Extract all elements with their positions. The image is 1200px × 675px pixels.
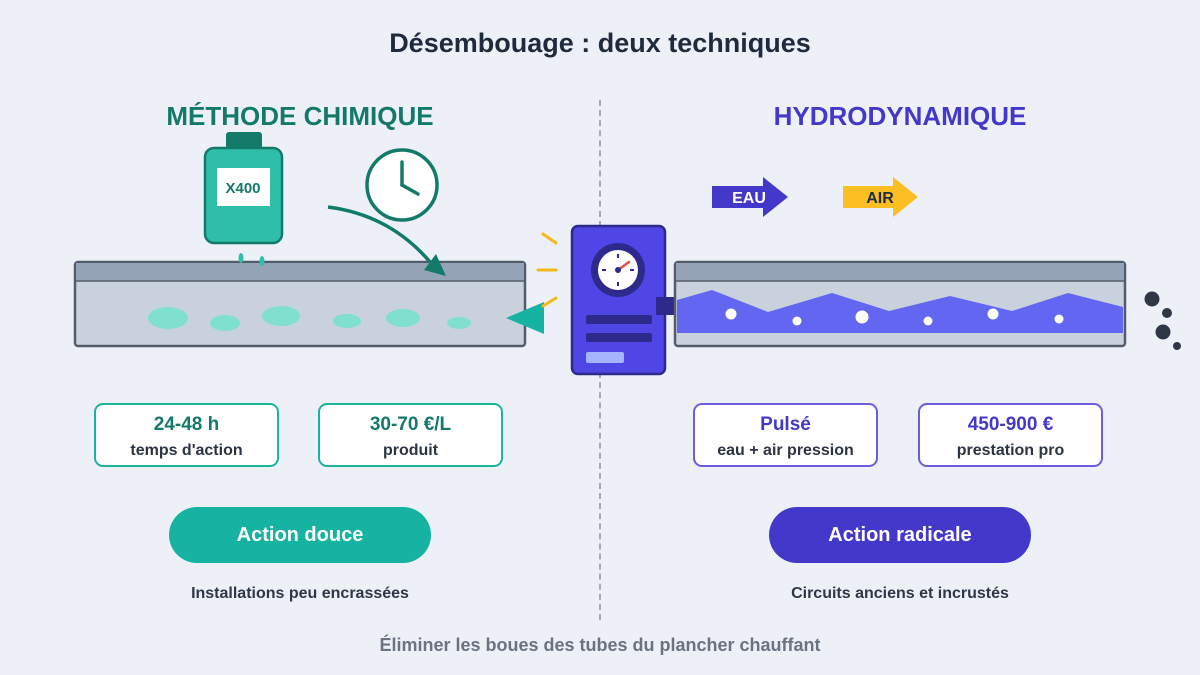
stat-card-action-time: 24-48 h temps d'action [94,403,279,467]
stat-label: temps d'action [130,442,243,459]
desludging-machine-icon [570,224,676,376]
chemical-drips [238,253,265,266]
water-arrow-label: EAU [732,190,766,207]
pressure-gauge-icon [591,243,645,297]
chemical-bottle-icon: X400 [203,132,284,245]
air-arrow-label: AIR [866,190,894,207]
stat-value: 24-48 h [153,414,220,435]
vibration-lines [536,232,558,308]
bubbles-icon [1144,291,1181,350]
nozzle-icon [506,302,544,334]
stat-value: 450-900 € [967,414,1054,435]
bottle-label: X400 [225,180,260,197]
curved-arrow-icon [327,205,446,276]
chemical-method-heading: MÉTHODE CHIMIQUE [166,101,434,131]
hydrodynamic-use-case: Circuits anciens et incrustés [791,585,1009,602]
stat-label: produit [382,442,439,459]
stat-card-product-cost: 30-70 €/L produit [318,403,503,467]
sludge-deposits [148,306,471,331]
caption: Éliminer les boues des tubes du plancher… [379,635,821,655]
air-arrow-icon: AIR [843,177,918,217]
stat-value: 30-70 €/L [369,414,452,435]
stat-label: eau + air pression [717,442,854,459]
clock-icon [365,148,439,222]
page-title: Désembouage : deux techniques [389,28,811,58]
left-pipe [73,260,527,348]
right-pipe [673,260,1127,348]
air-bubbles [725,308,1064,326]
stat-value: Pulsé [760,414,811,435]
illustration: X400 [73,132,1181,376]
chemical-use-case: Installations peu encrassées [191,585,409,602]
stat-card-pulsed: Pulsé eau + air pression [693,403,878,467]
gentle-action-badge: Action douce [169,507,431,563]
stat-card-service-cost: 450-900 € prestation pro [918,403,1103,467]
stat-label: prestation pro [956,442,1065,459]
water-arrow-icon: EAU [712,177,788,217]
hydrodynamic-method-heading: HYDRODYNAMIQUE [773,101,1027,131]
radical-action-badge: Action radicale [769,507,1031,563]
